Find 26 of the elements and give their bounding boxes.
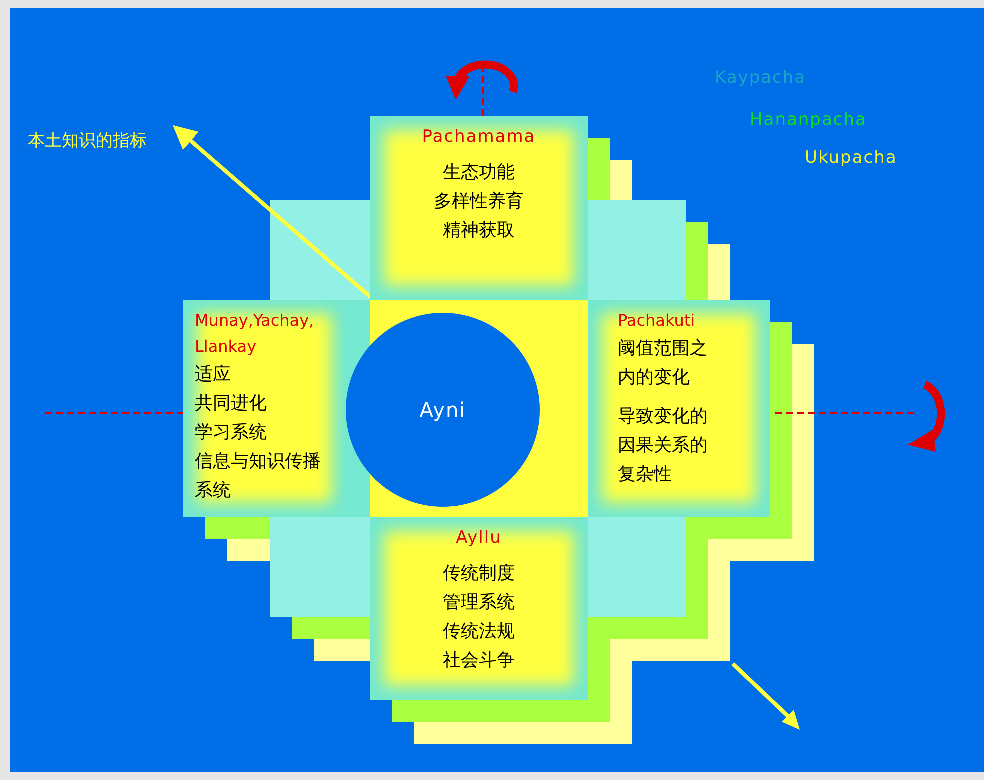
arm-heading: Pachakuti [618, 310, 696, 332]
legend-text: Ukupacha [805, 148, 898, 168]
arm-text: 管理系统 [443, 591, 515, 615]
indicator-label: 本土知识的指标 [28, 128, 180, 154]
arm-text: 导致变化的因果关系的复杂性 [618, 405, 709, 487]
arm-text: 多样性养育 [434, 190, 524, 214]
cross-arm [183, 300, 346, 517]
center-label: Ayni [420, 398, 466, 422]
arm-heading: Munay,Yachay, Llankay [195, 310, 316, 358]
arm-text: 社会斗争 [443, 649, 515, 673]
arm-text: 传统法规 [443, 620, 515, 644]
cross-arm [370, 116, 588, 300]
arm-heading: Pachamama [422, 126, 536, 149]
arm-heading: Ayllu [456, 527, 502, 550]
arm-text: 信息与知识传播系统 [195, 450, 322, 503]
arm-text: 传统制度 [443, 562, 515, 586]
cross-arm [588, 300, 770, 517]
arm-text: 学习系统 [195, 421, 267, 445]
arm-text: 阈值范围之内的变化 [618, 337, 709, 390]
cross-arm [370, 517, 588, 700]
arm-text: 共同进化 [195, 392, 267, 416]
arm-text: 适应 [195, 363, 231, 387]
arm-text: 生态功能 [443, 161, 515, 185]
legend-text: Hananpacha [750, 110, 867, 130]
legend-text: Kaypacha [715, 68, 806, 88]
arm-text: 精神获取 [443, 219, 515, 243]
